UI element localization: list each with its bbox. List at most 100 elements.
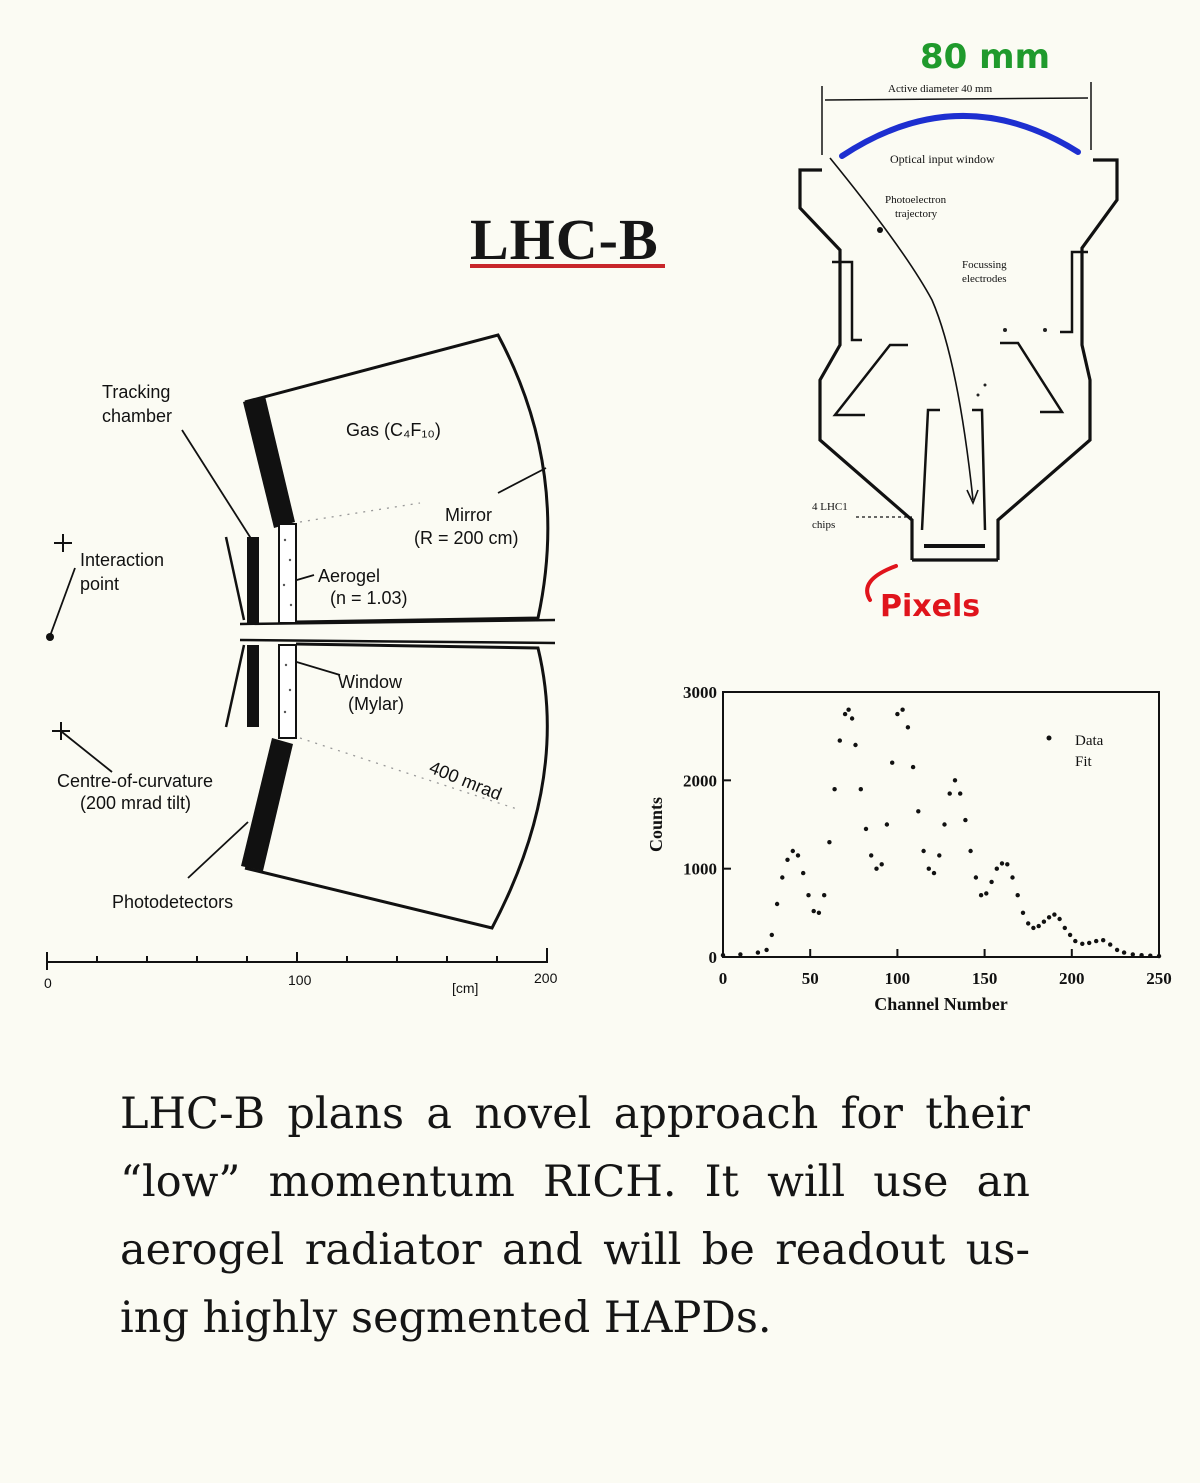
photodetector-upper [243, 396, 295, 528]
label-photoelectron-2: trajectory [895, 208, 938, 220]
aerogel-lower [278, 644, 297, 739]
data-point [931, 870, 937, 876]
hapd-body-right [996, 158, 1119, 560]
data-point [1052, 912, 1057, 917]
label-gas: Gas (C₄F₁₀) [346, 420, 441, 440]
label-photodetectors: Photodetectors [112, 892, 233, 912]
rich-detector-diagram: Tracking chamber Gas (C₄F₁₀) Mirror (R =… [44, 333, 558, 996]
data-point [837, 738, 842, 743]
data-point [738, 952, 743, 957]
legend-label-fit: Fit [1075, 754, 1093, 770]
data-point [937, 853, 942, 858]
label-optical-window: Optical input window [890, 152, 995, 166]
data-point [1139, 953, 1144, 958]
aerogel-upper [278, 523, 297, 624]
data-point [958, 791, 963, 796]
upper-gas-volume-outline [244, 333, 550, 624]
interaction-point-dot [46, 633, 54, 641]
optical-window-arc [839, 113, 1081, 159]
data-point [720, 953, 726, 958]
data-point [905, 725, 911, 730]
data-point [973, 875, 979, 880]
x-tick-label-150: 150 [972, 969, 998, 988]
data-point [827, 840, 832, 845]
data-point [842, 711, 848, 717]
data-point [785, 857, 790, 862]
data-point [780, 875, 785, 880]
x-tick-label-200: 200 [1059, 969, 1085, 988]
data-point [1094, 938, 1099, 944]
data-point [832, 787, 837, 792]
label-mirror-radius: (R = 200 cm) [414, 528, 519, 548]
label-centre-of-curvature: Centre-of-curvature [57, 771, 213, 791]
data-point [806, 893, 811, 898]
data-point [999, 861, 1005, 866]
x-tick-label-250: 250 [1146, 969, 1172, 988]
label-focussing-2: electrodes [962, 273, 1007, 285]
scale-tick-100: 100 [288, 972, 312, 988]
data-point [811, 908, 816, 914]
data-point [1108, 942, 1113, 947]
y-tick-label-3000: 3000 [683, 683, 717, 702]
data-point [1036, 923, 1041, 929]
pixels-arrow [865, 564, 898, 602]
data-point [1067, 932, 1073, 938]
data-point [858, 787, 863, 792]
data-point [989, 879, 994, 885]
data-point [1020, 910, 1026, 915]
data-point [1046, 915, 1052, 920]
handwritten-pixels-label: Pixels [880, 589, 980, 624]
data-point [1057, 916, 1062, 922]
data-point [769, 932, 774, 938]
data-point [1114, 947, 1120, 953]
y-axis-label: Counts [646, 797, 666, 852]
label-focussing-1: Focussing [962, 259, 1007, 271]
legend-label-data: Data [1075, 733, 1104, 749]
data-point [1148, 953, 1153, 958]
data-point [846, 707, 851, 712]
data-point [968, 848, 973, 854]
data-point [774, 901, 780, 907]
caption-paragraph: LHC-B plans a novel approach for their “… [120, 1089, 1030, 1343]
data-point [801, 870, 806, 876]
data-point [895, 711, 900, 717]
data-point [1080, 941, 1085, 946]
data-point [1130, 952, 1136, 957]
x-tick-label-0: 0 [719, 969, 728, 988]
data-point [1062, 925, 1068, 931]
data-point [853, 742, 858, 748]
page-title: LHC-B [470, 207, 659, 272]
label-chips-1: 4 LHC1 [812, 501, 848, 513]
data-point [952, 778, 958, 783]
data-point [942, 822, 947, 827]
x-axis-label: Channel Number [874, 994, 1008, 1014]
label-window-material: (Mylar) [348, 694, 404, 714]
tracking-chamber-upper [247, 537, 259, 623]
data-point [1010, 875, 1015, 880]
label-interaction-point-1: Interaction [80, 550, 164, 570]
data-point [1026, 921, 1031, 926]
data-point [816, 910, 822, 915]
x-tick-label-50: 50 [802, 969, 819, 988]
x-tick-label-100: 100 [885, 969, 911, 988]
data-point [879, 862, 884, 867]
label-aerogel: Aerogel [318, 566, 380, 586]
chart-axes [722, 691, 1160, 958]
data-point [1087, 940, 1092, 946]
data-point [1156, 953, 1162, 959]
data-point [1041, 919, 1047, 924]
beam-line-lower [239, 638, 556, 645]
y-tick-label-2000: 2000 [683, 771, 717, 790]
label-interaction-point-2: point [80, 574, 119, 594]
label-chips-2: chips [812, 519, 835, 531]
label-mirror: Mirror [445, 505, 492, 525]
data-point [978, 893, 984, 898]
label-photoelectron-1: Photoelectron [885, 194, 947, 206]
data-point [916, 809, 921, 814]
label-tracking-chamber-1: Tracking [102, 382, 170, 402]
label-active-diameter: Active diameter 40 mm [888, 83, 993, 95]
data-point [849, 716, 855, 721]
data-point [994, 866, 999, 871]
y-tick-label-0: 0 [709, 948, 718, 967]
